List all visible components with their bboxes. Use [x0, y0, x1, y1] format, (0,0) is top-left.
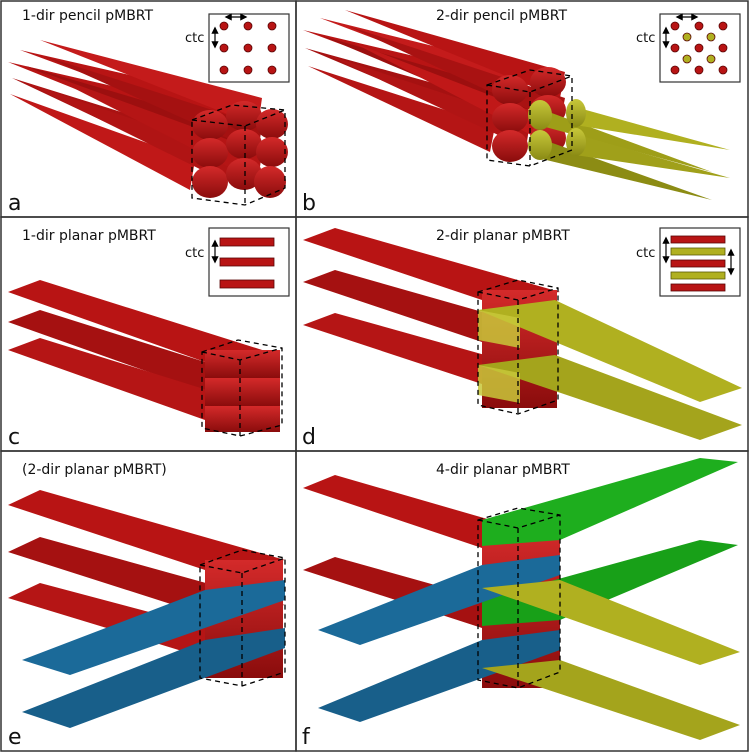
- planar-beams-f-yellow: [482, 580, 740, 740]
- planar-beams-c: [8, 280, 280, 432]
- inset-d: [659, 227, 741, 297]
- dose-box-f: [477, 507, 561, 689]
- panel-f-title: 4-dir planar pMBRT: [436, 462, 570, 478]
- panel-b-label: b: [302, 191, 316, 216]
- panel-a: ctc 1-dir pencil pMBRT a: [8, 8, 290, 216]
- inset-c: [208, 227, 290, 297]
- planar-beams-e-blue: [22, 580, 285, 728]
- panel-e-label: e: [8, 725, 22, 750]
- inset-b-label: ctc: [636, 31, 655, 46]
- inset-a-label: ctc: [185, 31, 204, 46]
- inset-d-label: ctc: [636, 246, 655, 261]
- planar-beams-d-yellow: [478, 300, 742, 440]
- panel-f-label: f: [302, 725, 311, 750]
- panel-d-label: d: [302, 425, 316, 450]
- panel-c-label: c: [8, 425, 20, 450]
- inset-c-label: ctc: [185, 246, 204, 261]
- panel-f-frame: [295, 450, 749, 752]
- panel-b: ctc 2-dir pencil pMBRT b: [302, 8, 741, 216]
- panel-c-title: 1-dir planar pMBRT: [22, 228, 156, 244]
- dose-box-c: [201, 339, 283, 437]
- dose-box-d: [477, 279, 559, 415]
- panel-e: (2-dir planar pMBRT) e: [8, 462, 286, 750]
- panel-e-title: (2-dir planar pMBRT): [22, 462, 167, 478]
- planar-beams-f-blue: [318, 555, 560, 722]
- panel-d: ctc 2-dir planar pMBRT d: [302, 227, 742, 450]
- dose-box-a: [191, 104, 286, 206]
- panel-c: ctc 1-dir planar pMBRT c: [8, 227, 290, 450]
- dose-box-b: [486, 69, 573, 167]
- panel-b-title: 2-dir pencil pMBRT: [436, 8, 568, 24]
- panel-a-title: 1-dir pencil pMBRT: [22, 8, 154, 24]
- inset-b: [659, 13, 741, 83]
- inset-a: [208, 13, 290, 83]
- panel-f: 4-dir planar pMBRT f: [302, 458, 740, 750]
- dose-box-e: [199, 549, 286, 687]
- pencil-beams-a: [8, 40, 288, 198]
- pencil-beams-b-red: [303, 10, 566, 162]
- panel-d-title: 2-dir planar pMBRT: [436, 228, 570, 244]
- pencil-beams-b-yellow: [528, 99, 730, 200]
- panel-a-label: a: [8, 191, 21, 216]
